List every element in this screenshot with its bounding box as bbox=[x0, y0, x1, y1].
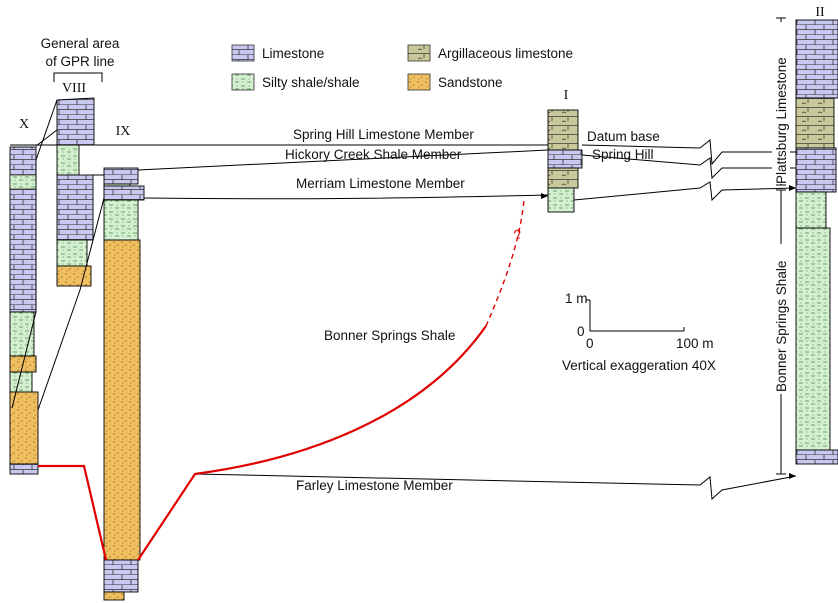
label-bonner-springs: Bonner Springs Shale bbox=[324, 328, 455, 343]
column-i bbox=[547, 109, 583, 213]
label-spring-hill-short: Spring Hill bbox=[592, 147, 654, 162]
label-farley: Farley Limestone Member bbox=[296, 478, 453, 493]
label-merriam: Merriam Limestone Member bbox=[296, 176, 465, 191]
legend-swatch-sandstone bbox=[407, 73, 431, 91]
scale-h-end: 100 m bbox=[676, 336, 714, 351]
label-bonner-springs-vertical: Bonner Springs Shale bbox=[774, 261, 789, 392]
column-x bbox=[9, 146, 39, 475]
legend: Limestone Silty shale/shale Argillaceous… bbox=[231, 44, 573, 91]
scale-bar: 1 m 0 0 100 m Vertical exaggeration 40X bbox=[562, 291, 716, 373]
column-ix bbox=[103, 167, 145, 601]
scale-h-zero: 0 bbox=[586, 336, 594, 351]
arrow-farley-ii bbox=[789, 473, 796, 479]
column-viii bbox=[56, 97, 95, 287]
bonner-springs-red-line bbox=[38, 199, 525, 561]
legend-label-shale: Silty shale/shale bbox=[262, 75, 360, 90]
arrow-merriam-ii bbox=[789, 185, 796, 191]
question-mark: ? bbox=[512, 226, 524, 243]
label-plattsburg: Plattsburg Limestone bbox=[774, 57, 789, 184]
label-hickory-creek: Hickory Creek Shale Member bbox=[285, 147, 462, 162]
legend-swatch-limestone bbox=[231, 44, 255, 62]
gpr-note-line1: General area bbox=[41, 36, 120, 51]
gpr-bracket bbox=[53, 72, 103, 82]
arrow-merriam-i bbox=[541, 193, 548, 199]
section-label-i: I bbox=[564, 88, 569, 103]
correlation-lines bbox=[10, 99, 797, 501]
bonner-vertical-label-bg bbox=[772, 244, 790, 394]
gpr-note-line2: of GPR line bbox=[45, 54, 114, 69]
scale-v-zero: 0 bbox=[577, 324, 585, 339]
label-spring-hill: Spring Hill Limestone Member bbox=[293, 127, 474, 142]
section-label-ii: II bbox=[815, 5, 825, 20]
section-label-ix: IX bbox=[116, 124, 131, 139]
section-label-x: X bbox=[19, 117, 29, 132]
scale-exaggeration: Vertical exaggeration 40X bbox=[562, 358, 716, 373]
plattsburg-label-bg bbox=[772, 22, 790, 184]
legend-label-argillaceous: Argillaceous limestone bbox=[438, 46, 573, 61]
column-ii bbox=[795, 19, 838, 465]
legend-swatch-argillaceous bbox=[407, 44, 431, 62]
legend-label-limestone: Limestone bbox=[262, 46, 324, 61]
scale-v-top: 1 m bbox=[565, 291, 588, 306]
section-label-viii: VIII bbox=[62, 81, 86, 96]
label-datum-base: Datum base bbox=[587, 129, 660, 144]
legend-label-sandstone: Sandstone bbox=[438, 75, 503, 90]
legend-swatch-shale bbox=[231, 73, 255, 91]
